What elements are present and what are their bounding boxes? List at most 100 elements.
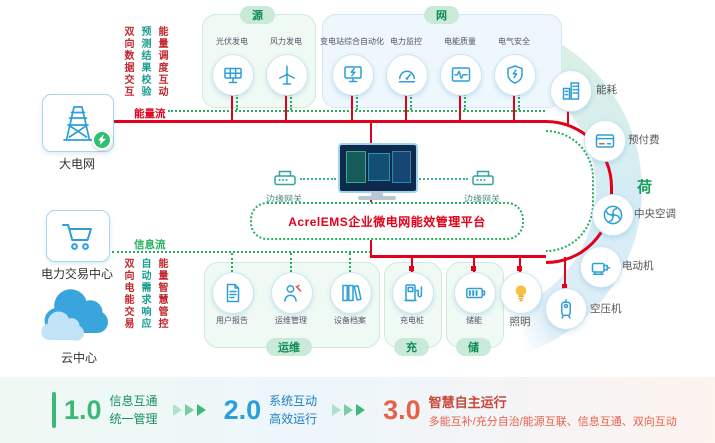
edge-gateway-icon (472, 170, 494, 186)
energy-consumption-label: 能耗 (596, 84, 617, 96)
note-energy-trade: 双向电能交易 (122, 258, 133, 330)
gateway-right-label: 边缘网关 (463, 194, 500, 204)
lighting-icon (515, 285, 527, 302)
stage-1: 1.0 信息互通 统一管理 (52, 392, 158, 428)
monitor-base (358, 196, 396, 200)
node-dot (562, 284, 567, 289)
shopping-cart-icon (62, 224, 92, 250)
stage3-title: 智慧自主运行 (428, 394, 507, 410)
gateway-left-link (300, 178, 336, 180)
energy-drop-quality (459, 94, 461, 121)
user-report-icon (226, 283, 240, 303)
power-monitoring-icon (398, 70, 416, 83)
wind-turbine-icon (279, 65, 295, 85)
air-compressor-icon (561, 299, 571, 319)
node-prepayment (584, 120, 626, 162)
node-user-report (212, 272, 254, 314)
equipment-archive-label: 设备档案 (334, 316, 366, 325)
prepayment-icon (595, 134, 615, 148)
energy-bus-top (112, 120, 546, 123)
info-flow-label: 信息流 (134, 239, 166, 251)
electrical-safety-icon (507, 65, 523, 84)
power-trading-node (46, 210, 110, 262)
stage1-line1: 信息互通 (109, 394, 158, 408)
note-dispatch-interaction: 能量调度互动 (156, 26, 167, 98)
source-group-pill: 源 (240, 6, 275, 24)
energy-drop-pv (231, 94, 233, 121)
node-energy-consumption (550, 70, 592, 112)
chevron-arrows-icon (332, 404, 368, 416)
om-management-icon (284, 284, 302, 302)
energy-drop-monitoring (405, 94, 407, 121)
stage2-number: 2.0 (223, 394, 262, 425)
info-drop-report (231, 253, 233, 272)
node-dot (409, 266, 414, 271)
dashboard-panel-center (368, 153, 390, 181)
platform-title-capsule: AcrelEMS企业微电网能效管理平台 (250, 202, 524, 240)
charging-pile-label: 充电桩 (400, 316, 424, 325)
maturity-stages-bar: 1.0 信息互通 统一管理 2.0 系统互动 高效运行 3.0 智慧自主运行 多… (0, 377, 715, 443)
storage-group-pill: 储 (456, 338, 491, 356)
cloud-icon (41, 289, 108, 341)
info-flow-line (112, 251, 371, 253)
dashboard-panel-right (392, 151, 411, 183)
stage-2: 2.0 系统互动 高效运行 (224, 392, 318, 428)
energy-drop-compressor (564, 257, 566, 288)
cloud-center-label: 云中心 (60, 351, 97, 365)
stage2-text: 系统互动 高效运行 (269, 392, 317, 428)
note-data-exchange: 双向数据交互 (122, 26, 133, 98)
charging-pile-icon (404, 284, 423, 302)
info-drop-monitoring (410, 94, 412, 110)
charge-group-pill: 充 (394, 338, 429, 356)
node-central-ac (592, 194, 634, 236)
node-power-quality (440, 54, 482, 96)
node-pv-generation (212, 54, 254, 96)
gateway-right-link (416, 178, 468, 180)
wind-label: 风力发电 (270, 37, 302, 46)
energy-flow-label: 能量流 (134, 108, 166, 120)
stage3-description: 多能互补/充分自治/能源互联、信息互通、双向互动 (428, 415, 677, 428)
motor-label: 电动机 (622, 260, 654, 272)
info-drop-safety (518, 94, 520, 110)
node-wind-generation (266, 54, 308, 96)
substation-automation-icon (344, 66, 362, 83)
chevron-arrows-icon (172, 404, 209, 416)
energy-storage-icon (466, 287, 486, 299)
stage1-line2: 统一管理 (109, 412, 158, 426)
node-lighting (500, 272, 542, 314)
transmission-tower-icon (63, 106, 93, 141)
substation-label: 变电站综合自动化 (320, 37, 384, 46)
info-bus-top (168, 110, 545, 112)
om-group-pill: 运维 (266, 338, 312, 356)
energy-drop-substation (351, 94, 353, 121)
stage2-line2: 高效运行 (269, 412, 318, 426)
node-motor (580, 246, 622, 288)
energy-drop-storage (473, 258, 475, 272)
node-energy-storage (454, 272, 496, 314)
energy-branch-consumption (567, 108, 569, 126)
air-compressor-label: 空压机 (590, 303, 622, 315)
quality-label: 电能质量 (444, 37, 476, 46)
note-forecast-check: 预测结果校验 (139, 26, 150, 98)
motor-icon (591, 262, 611, 275)
energy-storage-label: 储能 (466, 316, 482, 325)
node-charging-pile (392, 272, 434, 314)
stage1-accent-bar (52, 392, 56, 428)
note-smart-control: 能量智慧管控 (156, 258, 167, 330)
big-grid-label: 大电网 (58, 157, 95, 171)
prepayment-label: 预付费 (628, 134, 660, 146)
pv-label: 光伏发电 (216, 37, 248, 46)
energy-drop-charger (411, 258, 413, 272)
energy-bolt-badge (92, 130, 112, 150)
note-demand-response: 自动需求响应 (139, 258, 150, 330)
node-equipment-archive (330, 272, 372, 314)
central-ac-label: 中央空调 (634, 208, 676, 220)
energy-drop-lighting (519, 258, 521, 272)
edge-gateway-icon (274, 170, 296, 186)
stage1-number: 1.0 (64, 394, 102, 425)
power-quality-icon (451, 67, 471, 82)
stage1-text: 信息互通 统一管理 (110, 392, 158, 428)
info-drop-wind (290, 94, 292, 110)
stage3-text: 智慧自主运行 多能互补/充分自治/能源互联、信息互通、双向互动 (429, 392, 677, 429)
